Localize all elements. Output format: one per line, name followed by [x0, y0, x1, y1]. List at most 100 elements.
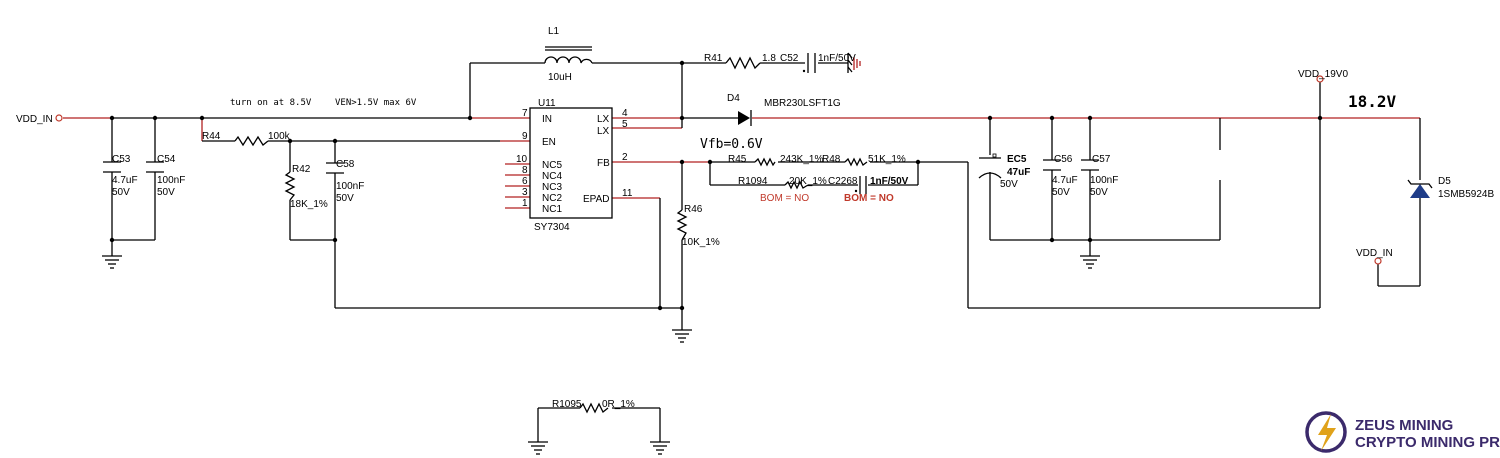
r48-value: 51K_1% [868, 154, 906, 165]
turn-on-note: turn on at 8.5V [230, 98, 312, 108]
resistor-r1094-icon [784, 180, 809, 190]
l1-ref: L1 [548, 26, 560, 37]
pin-num-nc2: 3 [522, 187, 528, 198]
lightning-bolt-icon [1318, 414, 1336, 451]
ground-icon [1080, 255, 1100, 269]
d4-value: MBR230LSFT1G [764, 98, 841, 109]
c2268-bom: BOM = NO [844, 193, 894, 204]
vdd-in-port-icon [55, 114, 63, 122]
c2268-ref: C2268 [828, 176, 858, 187]
capacitor-c52-icon [802, 53, 816, 73]
resistor-r46-icon [676, 209, 688, 241]
resistor-r1095-icon [579, 402, 609, 414]
ec5-value: 47uF [1007, 167, 1030, 178]
ic-ref: U11 [538, 98, 556, 109]
c57-value: 100nF [1090, 175, 1118, 186]
capacitor-c56-icon [1043, 159, 1061, 171]
c2268-value: 1nF/50V [870, 176, 909, 187]
resistor-r41-icon [725, 56, 761, 70]
pin-num-nc3: 6 [522, 176, 528, 187]
capacitor-c2268-icon [854, 176, 867, 194]
zeus-mining-logo: ZEUS MINING CRYPTO MINING PRO [1305, 411, 1500, 453]
zener-d5-icon [1407, 179, 1433, 198]
r48-ref: R48 [822, 154, 841, 165]
resistor-r42-icon [284, 171, 296, 201]
c57-voltage: 50V [1090, 187, 1108, 198]
c58-voltage: 50V [336, 193, 354, 204]
ground-icon [102, 255, 122, 269]
chassis-ground-icon [847, 52, 861, 73]
resistor-r44-icon [234, 135, 269, 147]
logo-line-1: ZEUS MINING [1355, 417, 1453, 434]
r41-value: 1.8 [762, 53, 776, 64]
r1094-value: 20K_1% [789, 176, 827, 187]
pin-name-lx2: LX [597, 126, 610, 137]
r46-value: 10K_1% [682, 237, 720, 248]
pin-name-en: EN [542, 137, 556, 148]
pin-num-nc4: 8 [522, 165, 528, 176]
junction-dots [109, 60, 1323, 311]
c54-value: 100nF [157, 175, 185, 186]
net-label-vdd-19v0: VDD_19V0 [1298, 69, 1348, 80]
r1095-ref: R1095 [552, 399, 582, 410]
r1095-value: 0R_1% [602, 399, 635, 410]
r44-ref: R44 [202, 131, 221, 142]
ground-icon [650, 441, 670, 455]
net-label-vdd-in: VDD_IN [16, 114, 53, 125]
r46-ref: R46 [684, 204, 703, 215]
d5-value: 1SMB5924B [1438, 189, 1494, 200]
capacitor-ec5-icon [978, 153, 1002, 182]
r45-value: 243K_1% [780, 154, 823, 165]
ec5-ref: EC5 [1007, 154, 1027, 165]
ground-icon [672, 329, 692, 343]
d5-ref: D5 [1438, 176, 1451, 187]
c58-ref: C58 [336, 159, 355, 170]
pin-name-lx1: LX [597, 114, 610, 125]
c57-ref: C57 [1092, 154, 1111, 165]
c54-ref: C54 [157, 154, 176, 165]
r44-value: 100k [268, 131, 291, 142]
ground-icon [528, 441, 548, 455]
pin-num-lx1: 4 [622, 108, 628, 119]
c56-value: 4.7uF [1052, 175, 1078, 186]
c52-ref: C52 [780, 53, 799, 64]
pin-num-en: 9 [522, 131, 528, 142]
ic-u11-body [529, 107, 613, 219]
output-voltage-label: 18.2V [1348, 92, 1397, 111]
r45-ref: R45 [728, 154, 747, 165]
c53-value: 4.7uF [112, 175, 138, 186]
c53-voltage: 50V [112, 187, 130, 198]
wires [63, 62, 1421, 442]
pin-num-in: 7 [522, 108, 528, 119]
pin-num-lx2: 5 [622, 119, 628, 130]
pin-name-epad: EPAD [583, 194, 610, 205]
capacitor-c53-icon [103, 161, 121, 173]
pin-num-epad: 11 [622, 188, 633, 199]
c53-ref: C53 [112, 154, 131, 165]
pin-num-nc1: 1 [522, 198, 528, 209]
r1094-ref: R1094 [738, 176, 768, 187]
ic-part: SY7304 [534, 222, 570, 233]
pin-num-fb: 2 [622, 152, 628, 163]
c54-voltage: 50V [157, 187, 175, 198]
inductor-l1-icon [544, 46, 593, 64]
capacitor-c57-icon [1081, 159, 1099, 171]
logo-line-2: CRYPTO MINING PRO [1355, 434, 1500, 451]
pin-name-nc1: NC1 [542, 204, 562, 215]
pin-name-in: IN [542, 114, 552, 125]
ec5-voltage: 50V [1000, 179, 1018, 190]
capacitor-c58-icon [326, 162, 344, 174]
resistor-r48-icon [844, 157, 868, 167]
lightning-logo-icon [1305, 411, 1347, 453]
c58-value: 100nF [336, 181, 364, 192]
d4-ref: D4 [727, 93, 740, 104]
ven-note: VEN>1.5V max 6V [335, 98, 417, 108]
pin-name-nc2: NC2 [542, 193, 562, 204]
pin-num-nc5: 10 [516, 154, 528, 165]
r42-ref: R42 [292, 164, 311, 175]
vdd-in-bottom-port-icon [1374, 257, 1382, 265]
pin-name-nc4: NC4 [542, 171, 562, 182]
l1-value: 10uH [548, 72, 572, 83]
pin-name-nc3: NC3 [542, 182, 562, 193]
